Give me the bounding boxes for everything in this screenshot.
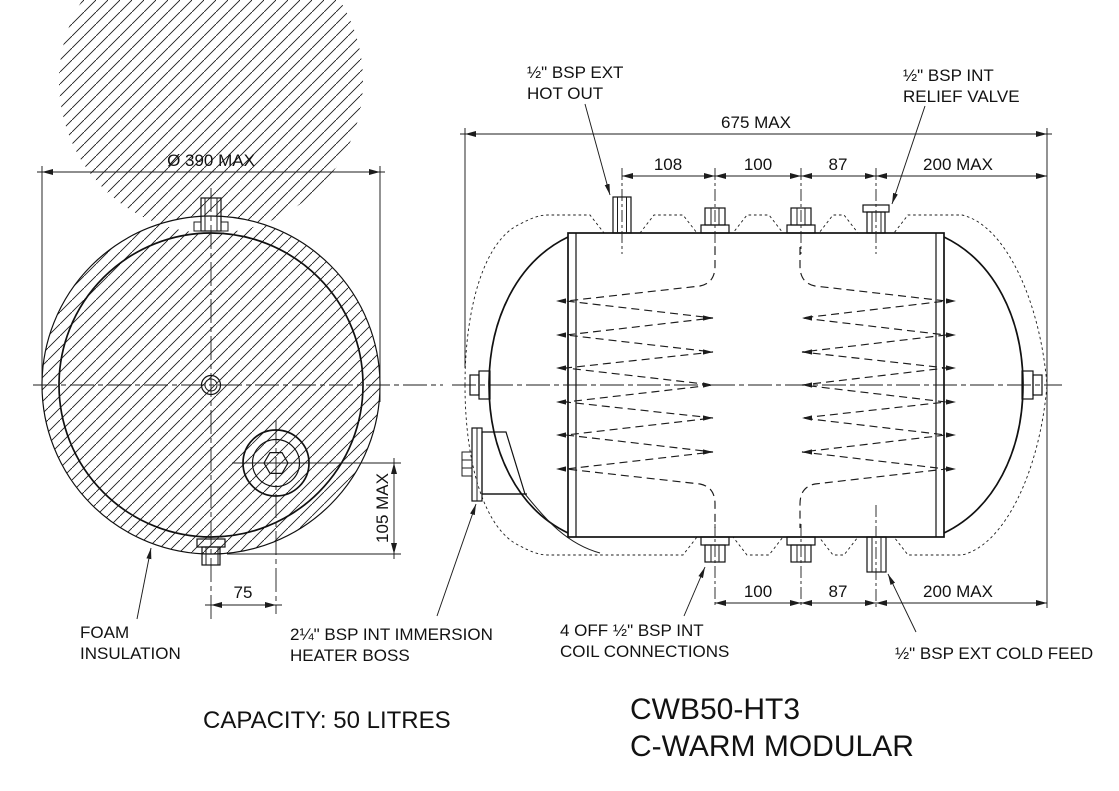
boss-height-dimension: 105 MAX [227,458,401,559]
relief-valve-callout: ½" BSP INT RELIEF VALVE [891,66,1020,205]
overall-dim-text: 675 MAX [721,113,791,132]
boss-height-dim-text: 105 MAX [373,473,392,543]
insulation-outline-bottom [464,384,1048,556]
top-dim-87: 87 [829,155,848,174]
cold-feed-fitting [866,536,887,573]
top-chain-dimensions: 108 100 87 200 MAX [622,155,1047,179]
foam-label-line2: INSULATION [80,644,181,663]
bottom-chain-dimensions: 100 87 200 MAX [715,582,1047,606]
immersion-heater-callout: 2¼" BSP INT IMMERSION HEATER BOSS [290,503,493,665]
foam-label-line1: FOAM [80,623,129,642]
center-fitting-inner [204,378,218,392]
immersion-label-line2: HEATER BOSS [290,646,410,665]
fitting-centerlines [621,168,877,608]
center-fitting-outer [200,374,222,396]
capacity-text: CAPACITY: 50 LITRES [203,707,451,734]
foam-insulation-callout: FOAM INSULATION [80,547,181,663]
diameter-dimension: Ø 390 MAX [37,151,385,402]
overall-length-dimension: 675 MAX [460,113,1052,608]
diameter-dim-text: Ø 390 MAX [167,151,255,170]
series-text: C-WARM MODULAR [630,730,914,763]
bottom-dim-100: 100 [744,582,772,601]
end-view-top-fitting [193,197,229,232]
right-end-fitting [1021,370,1043,400]
cold-feed-callout: ½" BSP EXT COLD FEED [887,573,1093,663]
immersion-label-line1: 2¼" BSP INT IMMERSION [290,625,493,644]
top-dim-100: 100 [744,155,772,174]
heating-coil-right [799,247,956,528]
coil-connections-callout: 4 OFF ½" BSP INT COIL CONNECTIONS [560,566,729,661]
end-view-bottom-fitting [196,538,226,566]
bottom-dim-87: 87 [829,582,848,601]
model-text: CWB50-HT3 [630,693,800,726]
immersion-boss-side [461,427,601,554]
coil-label-line2: COIL CONNECTIONS [560,642,729,661]
hot-out-label-line1: ½" BSP EXT [527,63,623,82]
insulation-outline-top [464,214,1048,386]
hot-out-label-line2: HOT OUT [527,84,603,103]
left-end-fitting [469,370,491,400]
top-dim-200max: 200 MAX [923,155,993,174]
end-view: Ø 390 MAX 105 MAX 75 FOAM INSULATION [33,0,493,665]
side-view: 675 MAX 108 100 87 200 MAX 100 87 200 MA… [452,63,1093,663]
coil-label-line1: 4 OFF ½" BSP INT [560,621,704,640]
hot-out-callout: ½" BSP EXT HOT OUT [527,63,623,196]
cold-feed-label: ½" BSP EXT COLD FEED [895,644,1093,663]
boss-offset-dim-text: 75 [234,583,253,602]
relief-label-line2: RELIEF VALVE [903,87,1020,106]
boss-offset-dimension: 75 [205,583,282,608]
top-dim-108: 108 [654,155,682,174]
bottom-dim-200max: 200 MAX [923,582,993,601]
relief-label-line1: ½" BSP INT [903,66,994,85]
heating-coil-left [556,247,716,528]
